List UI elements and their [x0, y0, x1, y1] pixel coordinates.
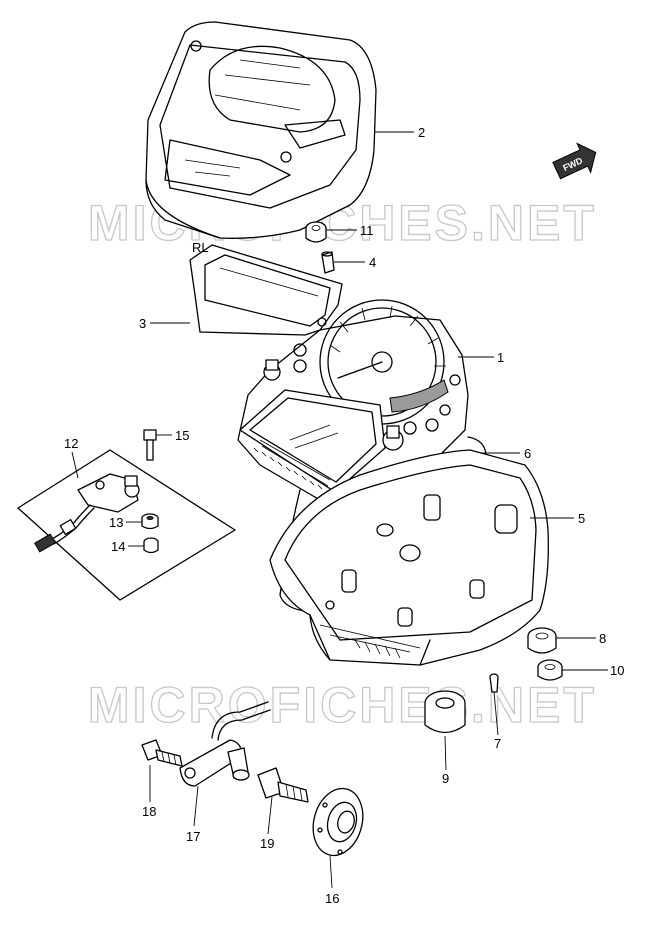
svg-text:RL: RL — [192, 240, 209, 255]
callout-3: 3 — [139, 316, 146, 331]
part-15-bolt[interactable] — [143, 429, 157, 461]
callout-10: 10 — [610, 663, 624, 678]
callout-12: 12 — [64, 436, 78, 451]
part-5-meter-case[interactable] — [269, 449, 549, 666]
part-17-speed-sensor[interactable] — [179, 701, 271, 787]
callout-labels: 1 2 3 4 5 6 7 8 9 10 11 12 13 14 15 16 1… — [64, 125, 624, 906]
callout-11: 11 — [360, 223, 374, 238]
callout-15: 15 — [175, 428, 189, 443]
part-8-cushion[interactable] — [527, 627, 557, 654]
part-1-meter-assembly[interactable] — [237, 299, 469, 501]
part-13-collar[interactable] — [141, 513, 159, 530]
part-10-cushion[interactable] — [537, 659, 563, 681]
part-19-bolt[interactable] — [257, 767, 309, 803]
callout-16: 16 — [325, 891, 339, 906]
callout-1: 1 — [497, 350, 504, 365]
watermark-bottom: MICROFICHES.NET — [88, 677, 597, 733]
callout-19: 19 — [260, 836, 274, 851]
part-11-grommet[interactable] — [305, 221, 327, 243]
part-12-harness[interactable] — [17, 449, 236, 601]
callout-2: 2 — [418, 125, 425, 140]
part-3-lens[interactable]: RL — [189, 240, 343, 336]
callout-18: 18 — [142, 804, 156, 819]
part-4-collar[interactable] — [321, 251, 335, 274]
part-14-cushion[interactable] — [143, 537, 159, 554]
callout-8: 8 — [599, 631, 606, 646]
callout-4: 4 — [369, 255, 376, 270]
part-18-bolt[interactable] — [141, 739, 183, 767]
callout-7: 7 — [494, 736, 501, 751]
callout-6: 6 — [524, 446, 531, 461]
callout-17: 17 — [186, 829, 200, 844]
part-9-grommet[interactable] — [424, 690, 466, 734]
leader-lines — [71, 131, 608, 889]
part-16-drive-gear[interactable] — [306, 783, 370, 861]
callout-13: 13 — [109, 515, 123, 530]
part-7-screw[interactable] — [489, 673, 499, 693]
forward-arrow-icon: FWD — [552, 142, 597, 180]
callout-9: 9 — [442, 771, 449, 786]
part-2-meter-cover[interactable] — [145, 21, 377, 239]
callout-5: 5 — [578, 511, 585, 526]
callout-14: 14 — [111, 539, 125, 554]
